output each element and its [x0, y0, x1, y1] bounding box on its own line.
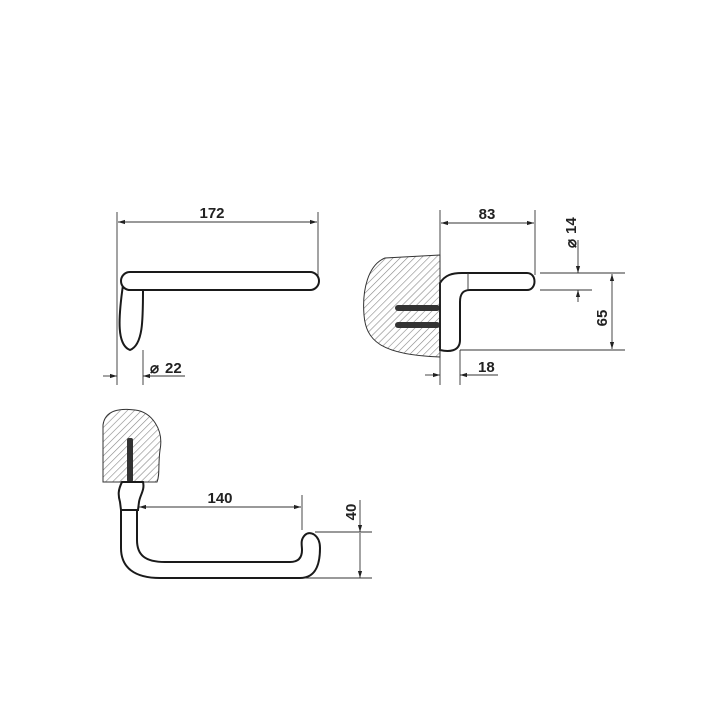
dimension-length: 140: [207, 490, 232, 507]
side-view: 83 ⌀ 14 65 18: [363, 206, 625, 385]
dimension-base: 18: [478, 359, 495, 376]
hook-arm: [120, 510, 322, 579]
wall-anchor: [127, 438, 133, 482]
wall-anchors: [395, 305, 440, 328]
dimension-width: 172: [199, 205, 224, 222]
dimension-depth: 83: [479, 206, 496, 223]
dimension-bar-diameter: 14: [563, 217, 580, 234]
top-view: 140 40: [102, 408, 372, 579]
dimension-hook: 40: [343, 504, 360, 521]
post-body: [118, 283, 145, 352]
mount-knob: [117, 481, 145, 511]
dimension-post-diameter: 22: [165, 360, 182, 377]
diameter-symbol: ⌀: [150, 360, 159, 377]
bracket-body: [439, 272, 536, 352]
dimension-height: 65: [594, 310, 611, 327]
front-view: 172 ⌀ 22: [103, 205, 320, 385]
diameter-symbol: ⌀: [563, 239, 580, 248]
bar-body: [120, 271, 320, 291]
